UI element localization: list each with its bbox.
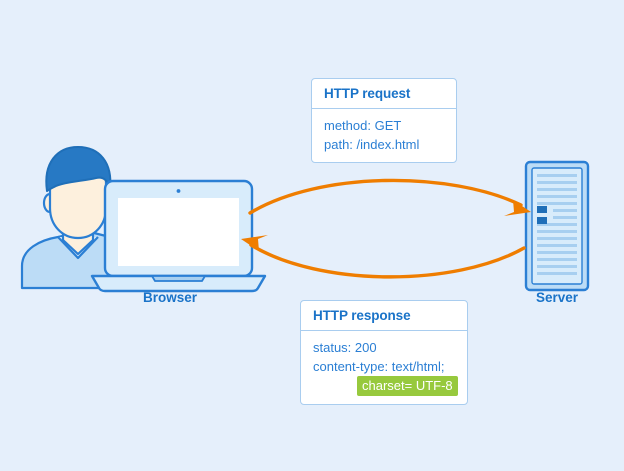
- user-person-icon: [20, 146, 136, 290]
- http-response-box: HTTP response status: 200 content-type: …: [300, 300, 468, 405]
- response-line-status: status: 200: [313, 340, 377, 355]
- server-led-top: [537, 206, 547, 213]
- charset-highlight-badge: charset= UTF-8: [357, 376, 458, 396]
- http-request-box: HTTP request method: GET path: /index.ht…: [311, 78, 457, 163]
- server-led-bottom: [537, 217, 547, 224]
- http-request-body: method: GET path: /index.html: [312, 109, 456, 162]
- http-response-title: HTTP response: [301, 301, 467, 331]
- laptop-icon: [90, 179, 267, 293]
- request-arrow: [248, 178, 531, 216]
- server-label: Server: [535, 290, 579, 305]
- http-request-title: HTTP request: [312, 79, 456, 109]
- server-rack-icon: [524, 160, 590, 292]
- request-line-path: path: /index.html: [324, 137, 420, 152]
- response-line-content-type: content-type: text/html;: [313, 359, 445, 374]
- http-response-body: status: 200 content-type: text/html; cha…: [301, 331, 467, 404]
- request-line-method: method: GET: [324, 118, 402, 133]
- browser-label: Browser: [142, 290, 198, 305]
- response-line-charset: charset= UTF-8: [313, 376, 458, 396]
- response-arrow: [241, 235, 526, 279]
